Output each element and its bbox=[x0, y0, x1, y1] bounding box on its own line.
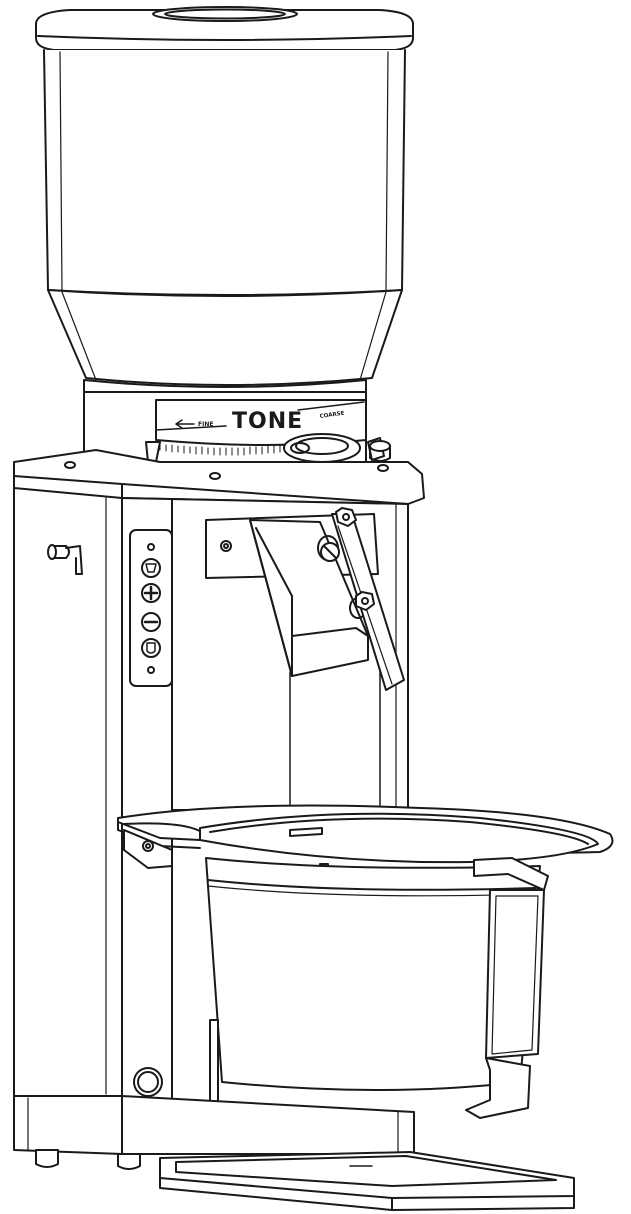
hopper-lid-rim bbox=[37, 35, 412, 41]
side-release-pin[interactable] bbox=[47, 544, 83, 575]
hopper-edge-left bbox=[59, 51, 63, 291]
dial-coarse-label: COARSE bbox=[319, 411, 345, 420]
dose-cup-icon[interactable] bbox=[141, 558, 161, 578]
funnel-edge-left bbox=[61, 291, 97, 381]
grounds-bin bbox=[199, 812, 599, 1119]
bin-lid-knob bbox=[289, 827, 323, 837]
dial-brand-text: TONE bbox=[232, 409, 303, 434]
drip-tray-inner bbox=[175, 1155, 557, 1187]
discharge-chute bbox=[205, 507, 405, 691]
hopper-lid bbox=[35, 9, 414, 51]
power-button[interactable] bbox=[133, 1067, 163, 1097]
foot-right bbox=[117, 1153, 141, 1170]
bin-rim-inner bbox=[209, 817, 589, 845]
chute-outlet bbox=[291, 627, 369, 677]
hopper-lid-opening-inner bbox=[164, 8, 286, 20]
dial-band-right bbox=[297, 401, 365, 411]
power-icon[interactable] bbox=[147, 543, 155, 551]
top-plate-screw-right bbox=[377, 464, 389, 472]
plus-icon[interactable] bbox=[141, 583, 161, 603]
dial-fine-label: FINE bbox=[198, 421, 213, 428]
minus-icon[interactable] bbox=[141, 612, 161, 632]
bean-icon[interactable] bbox=[141, 638, 161, 658]
grind-adjustment-dial[interactable]: TONE FINE COARSE bbox=[155, 399, 367, 463]
chute-mount-screw bbox=[220, 540, 232, 552]
base-front bbox=[121, 1095, 415, 1155]
top-plate-screw-mid bbox=[209, 472, 221, 480]
support-arm-screw bbox=[142, 840, 154, 852]
bin-band-2 bbox=[207, 885, 535, 897]
led-icon bbox=[147, 666, 155, 674]
dial-knob-hub bbox=[290, 442, 310, 454]
top-plate-screw-left bbox=[64, 461, 76, 469]
grinder-base bbox=[13, 1019, 575, 1211]
inner-post bbox=[209, 1019, 219, 1109]
dial-arrow-icon bbox=[175, 419, 195, 429]
hopper-funnel bbox=[47, 289, 403, 386]
grind-collar: TONE FINE COARSE bbox=[83, 379, 391, 476]
hopper bbox=[35, 6, 414, 386]
dial-knob-inner bbox=[295, 437, 349, 455]
dial-band-left bbox=[155, 425, 227, 431]
bin-band bbox=[207, 879, 537, 891]
drip-tray-front bbox=[159, 1177, 393, 1211]
chute-knob bbox=[320, 542, 340, 562]
chute-lever[interactable] bbox=[331, 507, 405, 691]
control-panel-frame bbox=[129, 529, 173, 687]
hopper-body bbox=[43, 49, 406, 296]
funnel-edge-right bbox=[359, 291, 387, 381]
drip-tray-side bbox=[391, 1195, 575, 1211]
base-side bbox=[13, 1095, 123, 1155]
control-panel bbox=[129, 529, 173, 687]
bin-handle[interactable] bbox=[465, 857, 549, 1119]
hopper-edge-right bbox=[385, 51, 389, 291]
foot-left bbox=[35, 1149, 59, 1168]
